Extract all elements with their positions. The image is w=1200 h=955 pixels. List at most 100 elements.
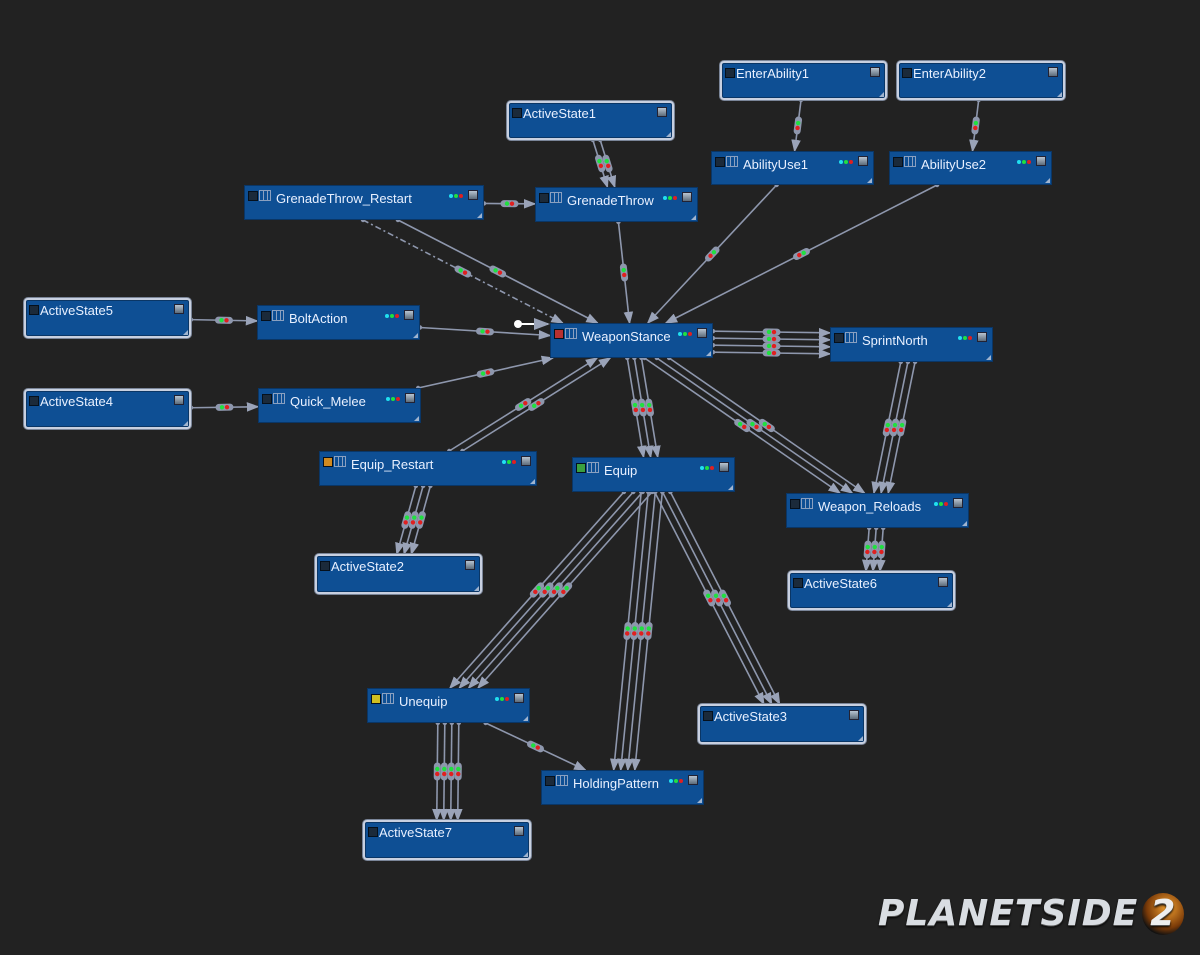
transition-condition-pill[interactable] (793, 116, 803, 135)
resize-handle-icon[interactable] (183, 421, 188, 426)
transition-condition-pill[interactable] (645, 398, 655, 417)
state-node-abilityuse2[interactable]: AbilityUse2 (889, 151, 1052, 185)
transition-edge[interactable] (969, 97, 981, 153)
state-node-grenadethrow-restart[interactable]: GrenadeThrow_Restart (244, 185, 484, 220)
active-state-node-activestate2[interactable]: ActiveState2 (315, 554, 482, 594)
transition-condition-pill[interactable] (440, 762, 448, 781)
state-node-quick-melee[interactable]: Quick_Melee (258, 388, 421, 423)
transition-condition-pill[interactable] (408, 510, 420, 529)
state-node-grenadethrow[interactable]: GrenadeThrow (535, 187, 698, 222)
transition-edge[interactable] (666, 355, 866, 494)
transition-condition-pill[interactable] (447, 762, 455, 781)
transition-edge[interactable] (652, 489, 765, 706)
transition-condition-pill[interactable] (630, 398, 640, 417)
transition-condition-pill[interactable] (619, 263, 629, 282)
resize-handle-icon[interactable] (474, 586, 479, 591)
active-state-node-activestate3[interactable]: ActiveState3 (698, 704, 866, 744)
transition-edge[interactable] (625, 355, 647, 459)
transition-edge[interactable] (885, 359, 918, 495)
transition-condition-pill[interactable] (882, 418, 892, 437)
transition-condition-pill[interactable] (644, 622, 653, 641)
transition-edge[interactable] (395, 483, 419, 556)
resize-handle-icon[interactable] (986, 355, 991, 360)
node-toggle-button[interactable] (1036, 156, 1046, 166)
active-state-node-activestate7[interactable]: ActiveState7 (363, 820, 531, 860)
node-toggle-button[interactable] (682, 192, 692, 202)
state-node-equip-restart[interactable]: Equip_Restart (319, 451, 537, 486)
transition-edge[interactable] (446, 720, 456, 822)
transition-edge[interactable] (483, 720, 587, 771)
transition-edge[interactable] (869, 525, 879, 573)
transition-edge[interactable] (453, 720, 463, 822)
node-toggle-button[interactable] (404, 310, 414, 320)
node-toggle-button[interactable] (719, 462, 729, 472)
transition-edge[interactable] (188, 315, 259, 326)
active-state-node-activestate6[interactable]: ActiveState6 (788, 571, 955, 610)
resize-handle-icon[interactable] (867, 178, 872, 183)
resize-handle-icon[interactable] (697, 798, 702, 803)
transition-edge[interactable] (660, 489, 773, 706)
active-state-node-activestate4[interactable]: ActiveState4 (24, 389, 191, 429)
transition-edge[interactable] (458, 489, 636, 690)
resize-handle-icon[interactable] (530, 479, 535, 484)
resize-handle-icon[interactable] (728, 485, 733, 490)
resize-handle-icon[interactable] (523, 716, 528, 721)
transition-edge[interactable] (710, 334, 832, 345)
transition-condition-pill[interactable] (710, 588, 724, 607)
transition-condition-pill[interactable] (762, 328, 781, 336)
resize-handle-icon[interactable] (858, 736, 863, 741)
transition-condition-pill[interactable] (476, 327, 494, 336)
resize-handle-icon[interactable] (691, 215, 696, 220)
transition-condition-pill[interactable] (215, 403, 234, 411)
transition-condition-pill[interactable] (762, 335, 781, 343)
transition-condition-pill[interactable] (601, 154, 613, 173)
transition-condition-pill[interactable] (538, 581, 555, 599)
transition-edge[interactable] (616, 219, 634, 325)
transition-condition-pill[interactable] (733, 418, 752, 434)
node-toggle-button[interactable] (938, 577, 948, 587)
node-toggle-button[interactable] (849, 710, 859, 720)
transition-edge[interactable] (861, 525, 872, 573)
transition-condition-pill[interactable] (704, 245, 721, 263)
transition-condition-pill[interactable] (637, 622, 646, 641)
transition-condition-pill[interactable] (500, 200, 519, 208)
transition-condition-pill[interactable] (877, 540, 886, 559)
transition-edge[interactable] (639, 355, 661, 459)
state-node-sprintnorth[interactable]: SprintNorth (830, 327, 993, 362)
resize-handle-icon[interactable] (1057, 92, 1062, 97)
transition-condition-pill[interactable] (762, 342, 781, 350)
node-toggle-button[interactable] (174, 395, 184, 405)
transition-condition-pill[interactable] (745, 418, 764, 434)
transition-condition-pill[interactable] (514, 397, 533, 413)
transition-edge[interactable] (632, 355, 654, 459)
transition-condition-pill[interactable] (630, 622, 639, 641)
node-toggle-button[interactable] (688, 775, 698, 785)
transition-condition-pill[interactable] (547, 581, 564, 599)
resize-handle-icon[interactable] (962, 521, 967, 526)
transition-edge[interactable] (590, 137, 609, 189)
transition-condition-pill[interactable] (401, 510, 413, 529)
transition-condition-pill[interactable] (453, 264, 472, 278)
transition-edge[interactable] (617, 489, 651, 772)
resize-handle-icon[interactable] (523, 852, 528, 857)
transition-condition-pill[interactable] (594, 154, 606, 173)
transition-condition-pill[interactable] (863, 540, 872, 559)
state-node-unequip[interactable]: Unequip (367, 688, 530, 723)
resize-handle-icon[interactable] (183, 330, 188, 335)
node-toggle-button[interactable] (465, 560, 475, 570)
transition-condition-pill[interactable] (702, 588, 716, 607)
transition-condition-pill[interactable] (415, 510, 427, 529)
transition-edge[interactable] (878, 359, 911, 495)
transition-condition-pill[interactable] (638, 398, 648, 417)
transition-edge[interactable] (439, 720, 449, 822)
resize-handle-icon[interactable] (706, 351, 711, 356)
transition-edge[interactable] (710, 348, 832, 359)
node-toggle-button[interactable] (405, 393, 415, 403)
resize-handle-icon[interactable] (413, 333, 418, 338)
transition-condition-pill[interactable] (870, 540, 879, 559)
transition-edge[interactable] (415, 355, 555, 391)
transition-edge[interactable] (871, 359, 903, 495)
active-state-node-activestate5[interactable]: ActiveState5 (24, 298, 191, 338)
transition-condition-pill[interactable] (896, 418, 907, 437)
node-toggle-button[interactable] (514, 826, 524, 836)
